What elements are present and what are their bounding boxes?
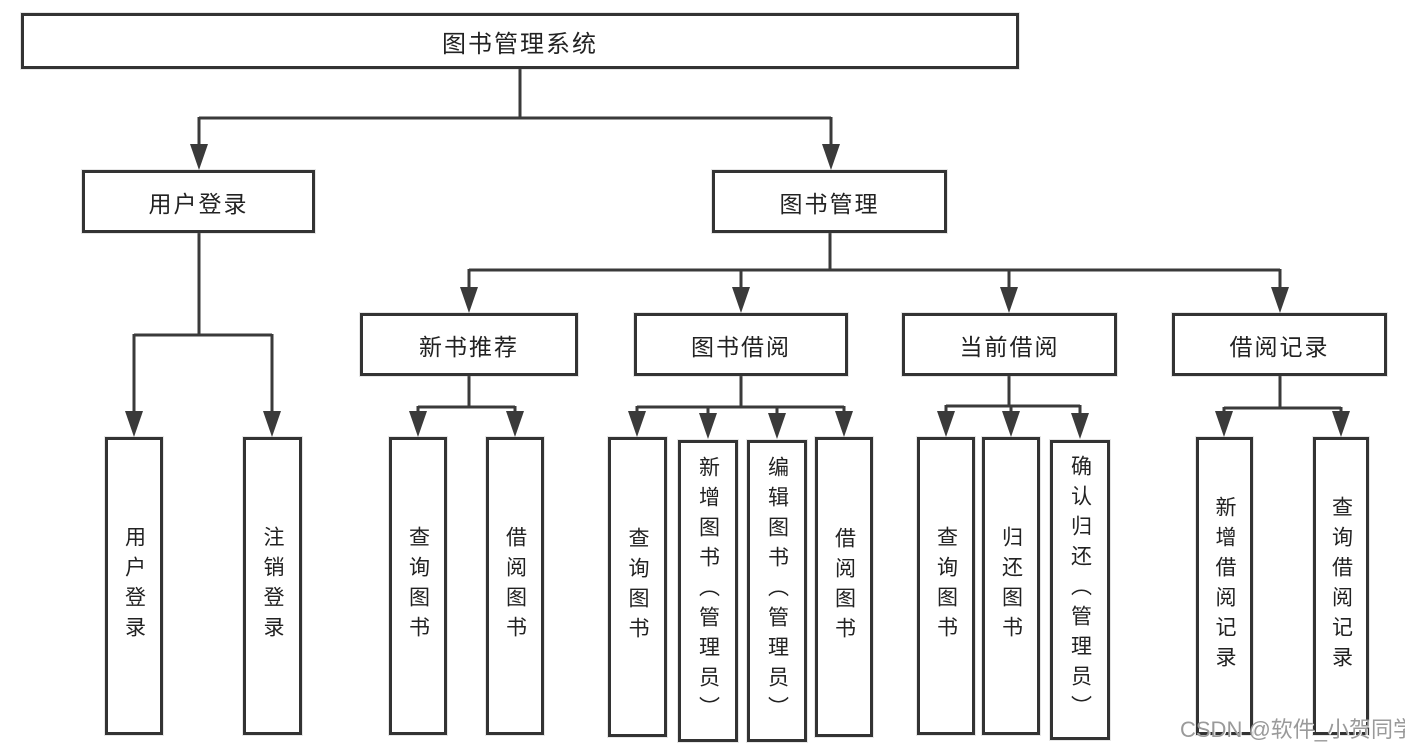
leaf-record-query-borrow-record: 查询借阅记录 xyxy=(1313,437,1369,735)
csdn-watermark: CSDN @软件_小贺同学 xyxy=(1180,717,1405,742)
node-borrow-record: 借阅记录 xyxy=(1172,313,1387,376)
leaf-borrow-add-book-admin: 新增图书（管理员） xyxy=(678,440,738,742)
leaf-borrow-borrow-book: 借阅图书 xyxy=(815,437,873,737)
node-user-login: 用户登录 xyxy=(82,170,315,233)
leaf-recommend-borrow-book: 借阅图书 xyxy=(486,437,544,735)
node-new-book-recommend: 新书推荐 xyxy=(360,313,578,376)
node-book-management: 图书管理 xyxy=(712,170,947,233)
leaf-logout: 注销登录 xyxy=(243,437,302,735)
connector-paths xyxy=(132,69,1343,414)
leaf-borrow-edit-book-admin: 编辑图书（管理员） xyxy=(747,440,807,742)
arrowheads xyxy=(125,144,1350,439)
leaf-user-login: 用户登录 xyxy=(105,437,163,735)
leaf-borrow-query-book: 查询图书 xyxy=(608,437,667,737)
leaf-current-confirm-return-admin: 确认归还（管理员） xyxy=(1050,440,1110,740)
leaf-recommend-query-book: 查询图书 xyxy=(389,437,447,735)
node-book-borrow: 图书借阅 xyxy=(634,313,848,376)
node-root-system: 图书管理系统 xyxy=(21,13,1019,69)
node-current-borrow: 当前借阅 xyxy=(902,313,1117,376)
leaf-record-add-borrow-record: 新增借阅记录 xyxy=(1196,437,1253,735)
leaf-current-return-book: 归还图书 xyxy=(982,437,1040,735)
leaf-current-query-book: 查询图书 xyxy=(917,437,975,735)
